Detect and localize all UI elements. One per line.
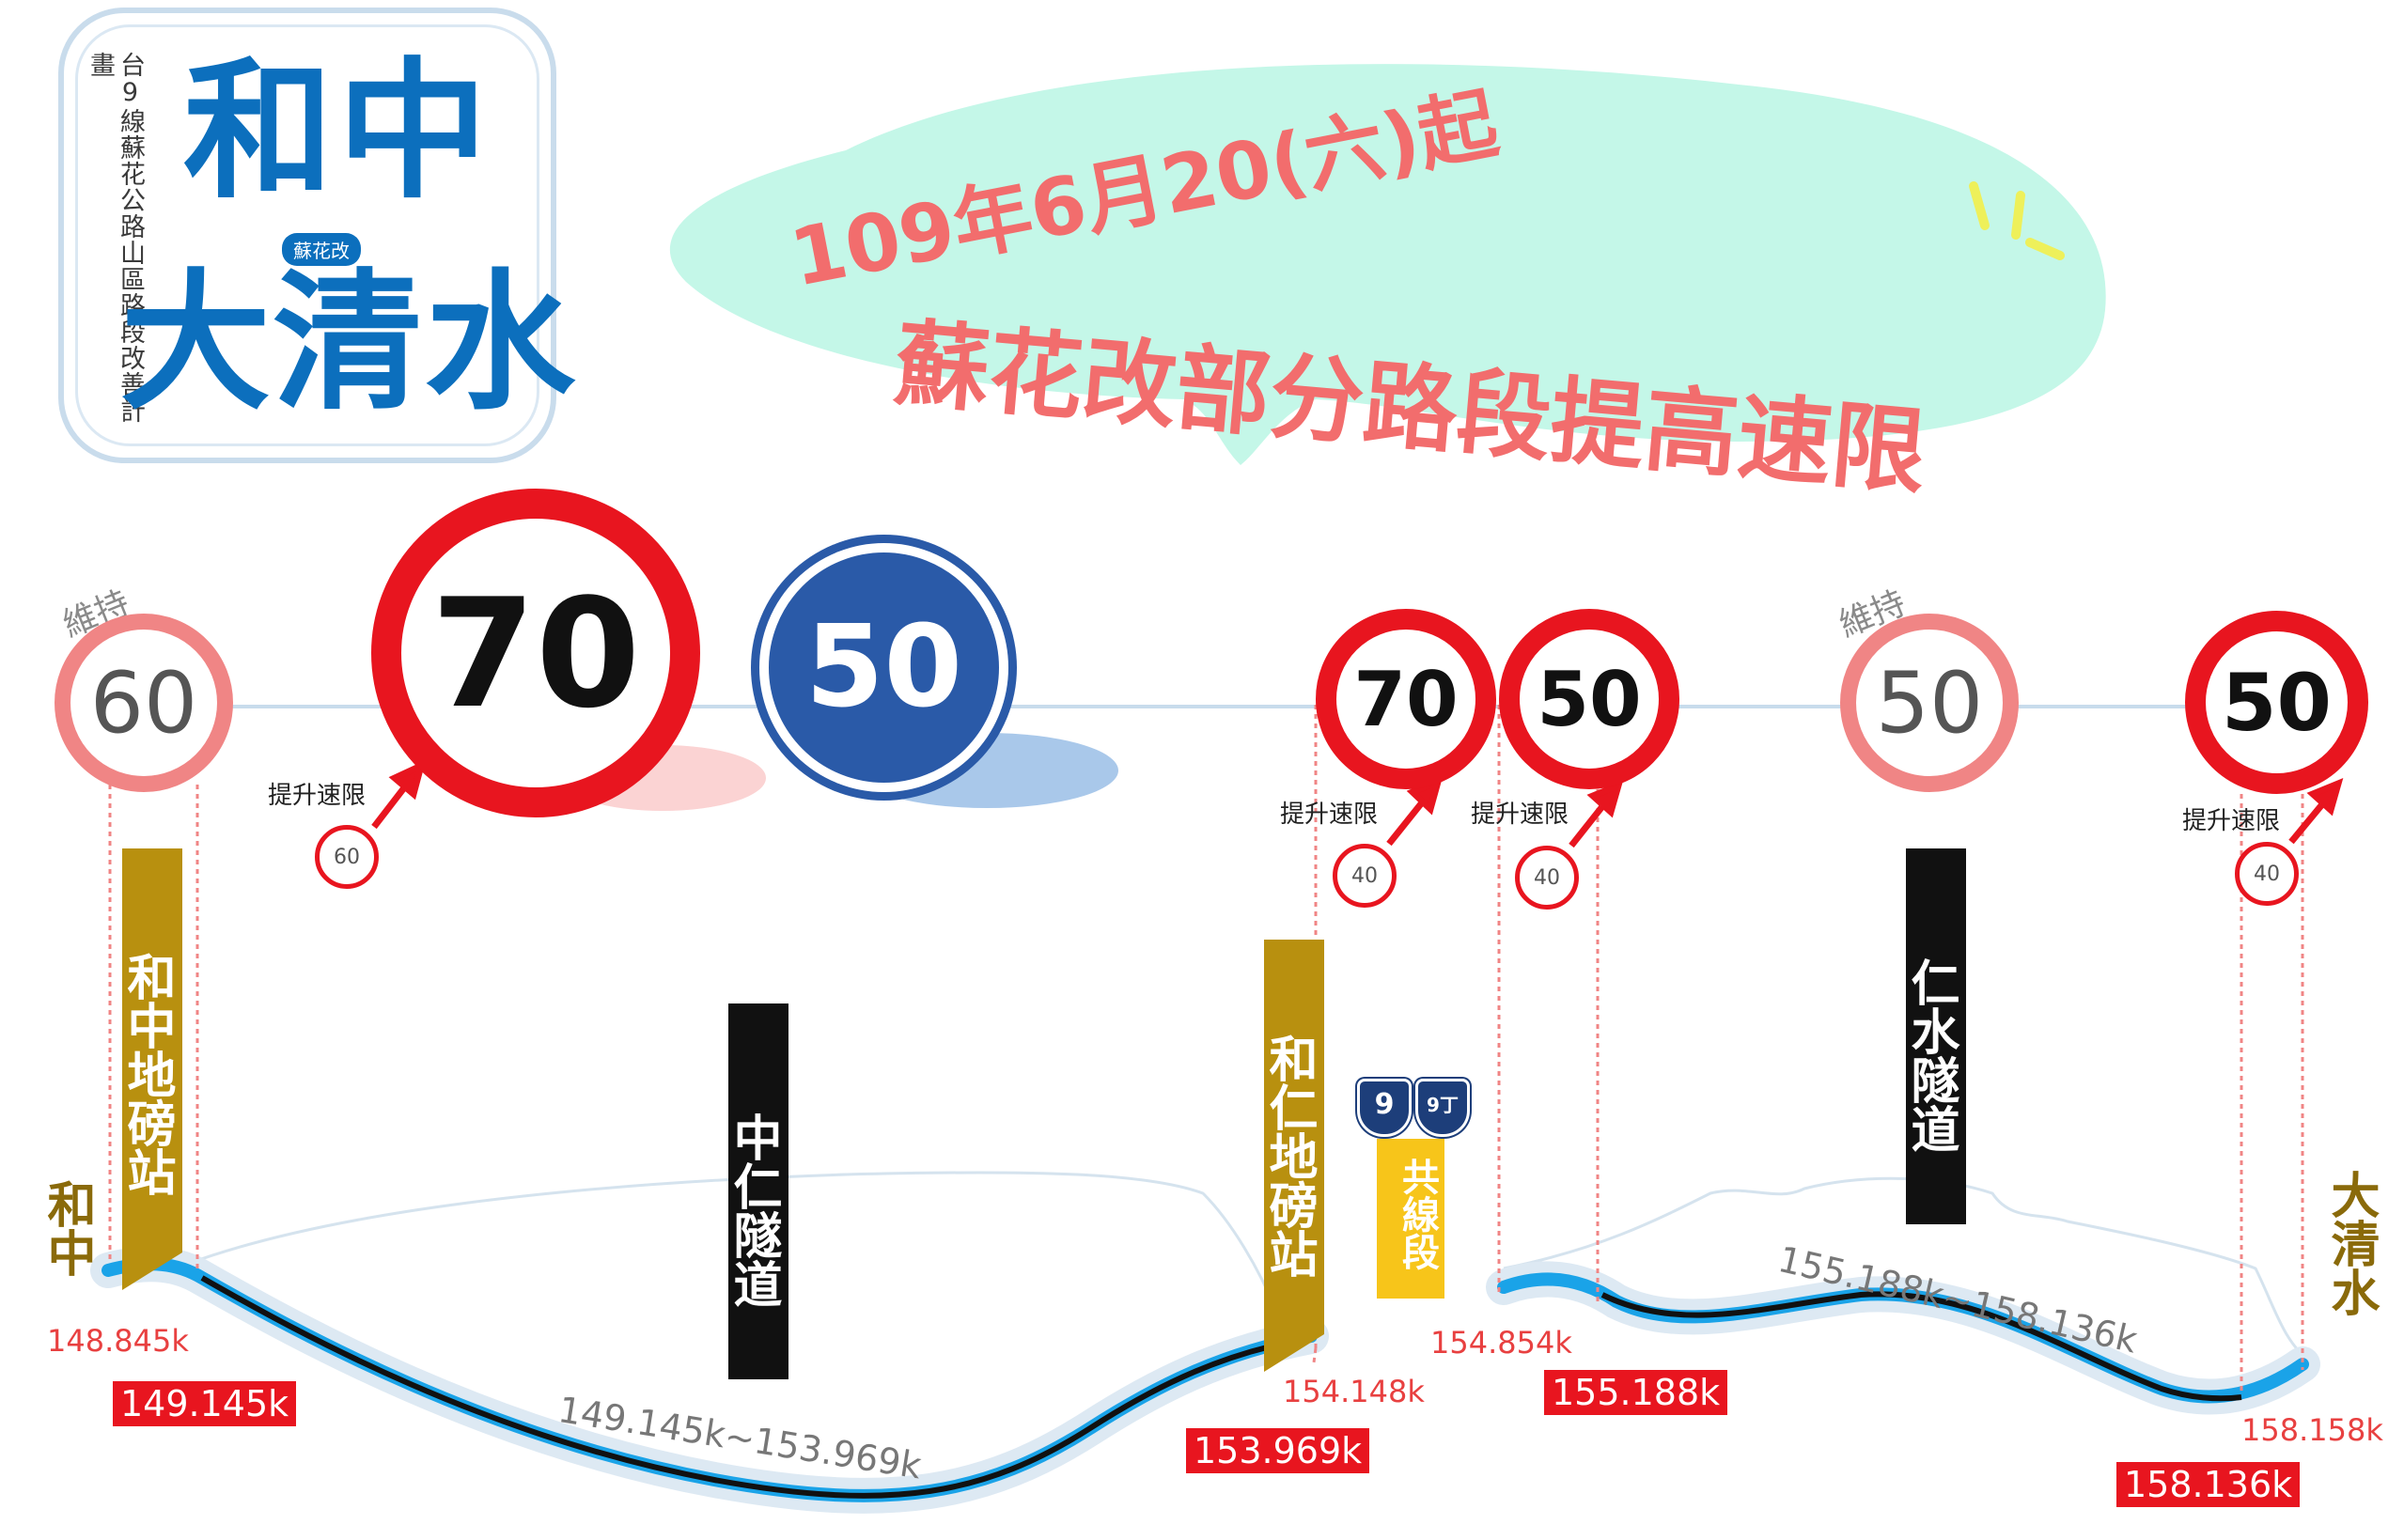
endpoint-left: 和中 <box>39 1179 95 1277</box>
logo-frame <box>58 8 556 463</box>
mountain-outline <box>187 1171 2313 1364</box>
tag-tip <box>1264 1334 1324 1372</box>
raise-label: 提升速限 <box>1280 801 1379 829</box>
logo-title-line2: 大清水 <box>120 255 578 430</box>
headline-bubble <box>669 64 2106 466</box>
km-marker-highlight: 153.969k <box>1186 1428 1370 1473</box>
km-marker: 154.854k <box>1430 1325 1572 1361</box>
route-shield-icon: 9 <box>1357 1079 1412 1137</box>
weigh-station-tag: 和仁地磅站 <box>1260 940 1324 1334</box>
guide-lines <box>108 705 2304 1395</box>
km-marker-highlight: 155.188k <box>1544 1370 1728 1415</box>
speed-limit-sign: 60 <box>55 614 233 792</box>
route-shield-icon: 9丁 <box>1415 1079 1470 1137</box>
raise-label: 提升速限 <box>268 782 367 810</box>
accent-mark <box>1969 181 1990 230</box>
speed-limit-sign: 50 <box>1499 609 1679 789</box>
speed-limit-sign: 70 <box>371 489 700 817</box>
raise-arrows <box>371 759 2344 848</box>
previous-limit-sign: 40 <box>2235 842 2299 906</box>
tag-tip <box>122 1252 182 1290</box>
speed-limit-sign: 70 <box>1316 609 1496 789</box>
tunnel-tag: 仁水隧道 <box>1902 848 1966 1224</box>
previous-limit-sign: 40 <box>1515 846 1579 910</box>
raise-label: 提升速限 <box>1471 801 1569 829</box>
speed-limit-sign: 50 <box>2185 611 2368 794</box>
logo-subtitle: 台9線蘇花公路山區路段改善計畫 <box>86 52 145 424</box>
speed-limit-sign: 50 <box>1840 614 2019 792</box>
previous-limit-sign: 60 <box>315 825 379 889</box>
road-right-upgraded <box>1600 1291 2242 1402</box>
accent-mark <box>2011 191 2025 240</box>
km-marker: 154.148k <box>1283 1374 1425 1409</box>
endpoint-right: 大清水 <box>2322 1170 2379 1316</box>
km-marker: 148.845k <box>47 1323 189 1359</box>
km-marker: 158.158k <box>2241 1412 2383 1448</box>
co-route-tag: 共線段 <box>1377 1139 1444 1299</box>
km-marker-highlight: 158.136k <box>2116 1462 2301 1507</box>
raise-label: 提升速限 <box>2182 807 2281 835</box>
km-marker-highlight: 149.145k <box>113 1381 297 1426</box>
weigh-station-tag: 和中地磅站 <box>118 848 182 1252</box>
road-shadow <box>90 1246 1329 1514</box>
tunnel-tag: 中仁隧道 <box>725 1003 788 1379</box>
accent-mark <box>2025 238 2065 260</box>
logo-badge: 蘇花改 <box>282 233 361 266</box>
previous-limit-sign: 40 <box>1333 844 1397 908</box>
logo-title-line1: 和中 <box>183 43 492 219</box>
minimum-speed-sign: 50 <box>759 543 1008 792</box>
road-left-upgraded <box>200 1275 1272 1499</box>
